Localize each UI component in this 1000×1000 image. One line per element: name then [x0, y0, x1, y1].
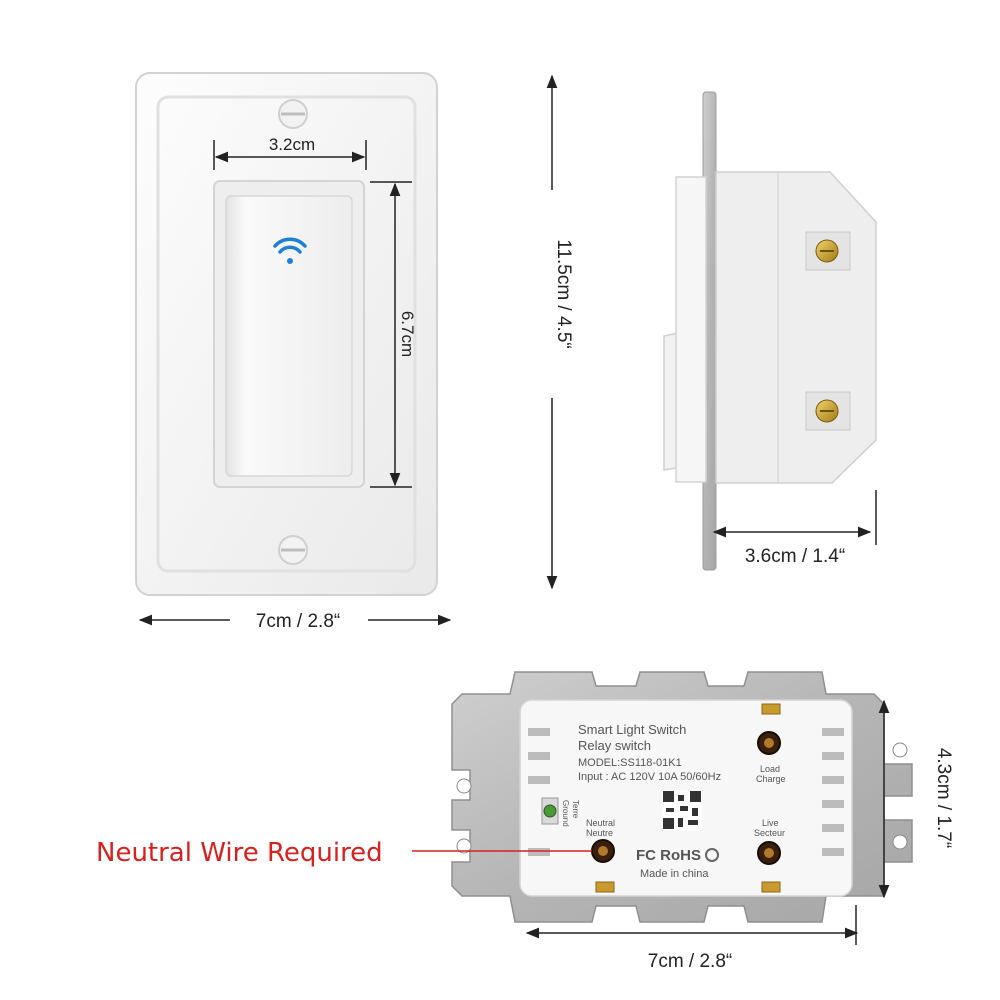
dim-back-height: 4.3cm / 1.7“: [878, 699, 954, 899]
dim-paddle-width: 3.2cm: [213, 135, 367, 170]
front-view: 3.2cm 6.7cm 7cm / 2.8“: [135, 72, 452, 632]
terminal-load: [757, 731, 781, 755]
label-line1: Smart Light Switch: [578, 722, 686, 737]
label-made-in: Made in china: [640, 868, 709, 880]
neutral-callout: Neutral Wire Required: [96, 838, 592, 868]
back-height-label: 4.3cm / 1.7“: [933, 748, 954, 848]
top-screw-icon: [278, 99, 308, 129]
label-neutral: Neutral: [586, 818, 615, 828]
wifi-icon: [273, 237, 307, 264]
label-load: Load: [760, 764, 780, 774]
label-terre: Terre: [571, 800, 580, 819]
side-view: 3.6cm / 1.4“: [663, 91, 877, 571]
vents-left: [528, 728, 550, 856]
switch-body: [715, 171, 877, 484]
dim-total-height: 11.5cm / 4.5“: [546, 74, 574, 590]
depth-label: 3.6cm / 1.4“: [745, 546, 845, 567]
recycle-icon: [705, 848, 719, 862]
paddle-height-label: 6.7cm: [398, 311, 417, 357]
label-model: MODEL:SS118-01K1: [578, 757, 682, 769]
total-height-label: 11.5cm / 4.5“: [553, 239, 574, 348]
ground-screw-icon: [541, 797, 559, 825]
vents-right: [822, 728, 844, 856]
dim-paddle-height: 6.7cm: [370, 181, 417, 488]
side-screw-bottom-icon: [805, 391, 851, 431]
back-view: Smart Light Switch Relay switch MODEL:SS…: [451, 671, 954, 972]
certifications: FC RoHS: [636, 847, 701, 864]
back-width-label: 7cm / 2.8“: [648, 951, 732, 972]
label-input: Input : AC 120V 10A 50/60Hz: [578, 771, 721, 783]
label-neutre: Neutre: [586, 828, 613, 838]
label-live: Live: [762, 818, 779, 828]
qr-code-icon: [662, 790, 702, 830]
dim-back-width: 7cm / 2.8“: [525, 905, 859, 972]
label-line2: Relay switch: [578, 738, 651, 753]
rocker-paddle: [225, 195, 353, 477]
plate-width-label: 7cm / 2.8“: [256, 611, 340, 632]
front-block: [675, 176, 707, 483]
label-secteur: Secteur: [754, 828, 785, 838]
terminal-neutral: [591, 839, 615, 863]
dim-depth: 3.6cm / 1.4“: [712, 490, 877, 567]
bottom-screw-icon: [278, 535, 308, 565]
dim-plate-width: 7cm / 2.8“: [138, 611, 452, 632]
paddle-width-label: 3.2cm: [269, 135, 315, 154]
side-screw-top-icon: [805, 231, 851, 271]
label-charge: Charge: [756, 774, 786, 784]
terminal-live: [757, 841, 781, 865]
wall-plate-bevel: [156, 95, 417, 573]
neutral-wire-required-text: Neutral Wire Required: [96, 838, 383, 868]
label-ground: Ground: [561, 800, 570, 827]
